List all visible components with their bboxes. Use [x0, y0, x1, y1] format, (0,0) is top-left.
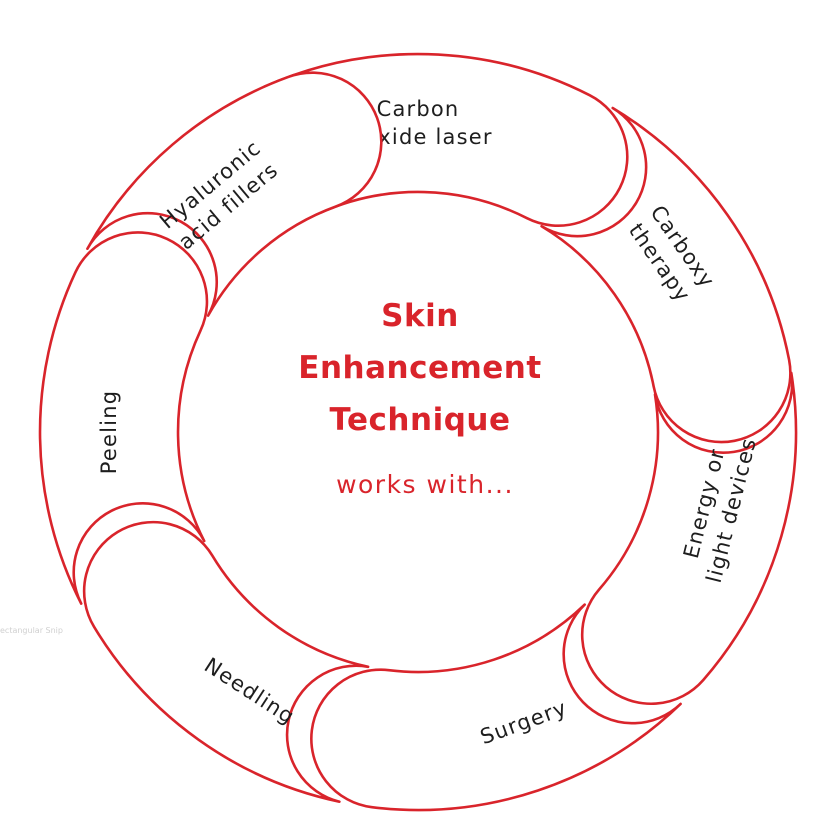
segment-label-peeling: Peeling — [97, 390, 121, 474]
segment-carboxy-therapy — [540, 106, 792, 444]
segment-surgery — [310, 603, 682, 812]
ghost-text: ectangular Snip — [0, 626, 63, 635]
title-line-1: Skin — [381, 298, 459, 334]
center-subtitle: works with... — [336, 470, 514, 499]
center-title: Skin Enhancement Technique — [220, 290, 620, 446]
segment-hyaluronic-acid-fillers — [86, 71, 383, 317]
title-line-3: Technique — [329, 402, 511, 438]
segment-label-line: Carbon — [377, 97, 460, 121]
segment-peeling — [38, 231, 209, 605]
segment-needling — [82, 520, 370, 803]
segment-energy-or-light-devices — [580, 371, 798, 706]
segment-label-line: Peeling — [97, 390, 121, 474]
title-line-2: Enhancement — [298, 350, 542, 386]
